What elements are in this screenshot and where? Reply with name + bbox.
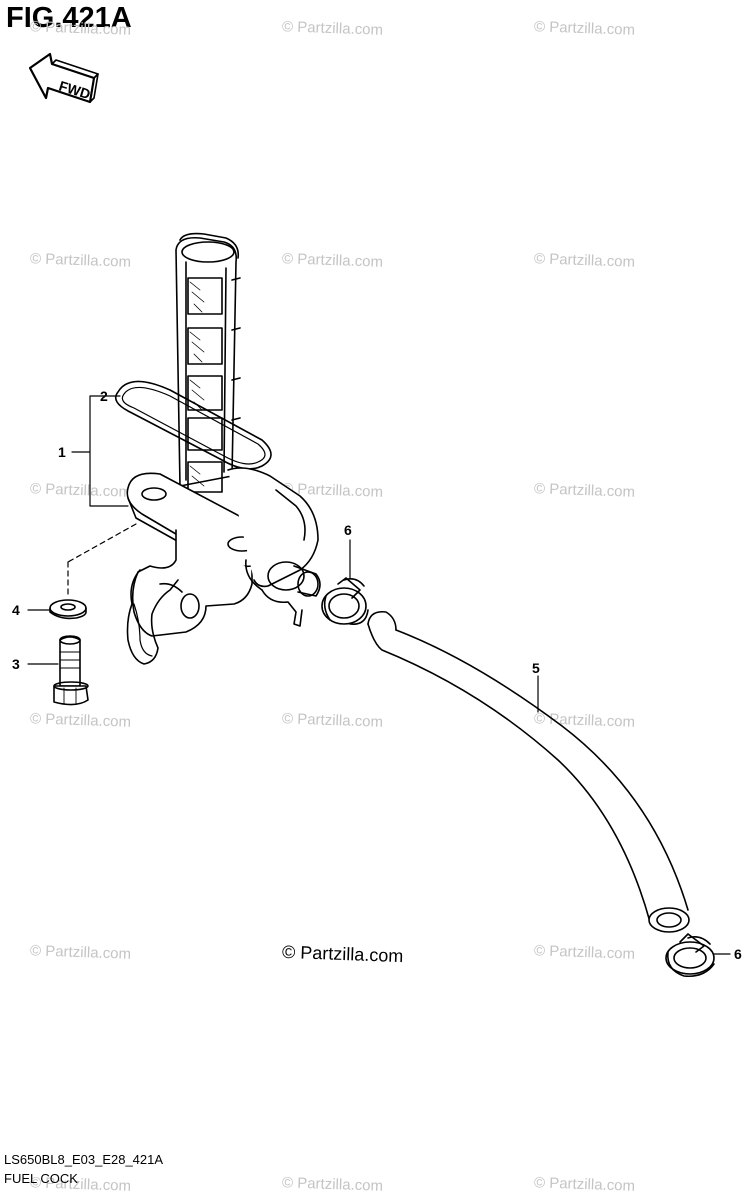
hose-clamp-bottom <box>665 933 715 978</box>
hose-clamp-top <box>321 577 369 626</box>
section-name: FUEL COCK <box>4 1171 78 1186</box>
fwd-arrow-icon: FWD <box>28 52 99 104</box>
model-code: LS650BL8_E03_E28_421A <box>4 1152 164 1167</box>
callout-6-top[interactable]: 6 <box>344 522 352 538</box>
fuel-hose <box>367 610 690 933</box>
bolt <box>53 635 89 706</box>
callout-1[interactable]: 1 <box>58 444 66 460</box>
callout-2[interactable]: 2 <box>100 388 108 404</box>
washer <box>49 599 87 620</box>
callout-5[interactable]: 5 <box>532 660 540 676</box>
fuel-cock-assembly <box>114 232 321 665</box>
callout-4[interactable]: 4 <box>12 602 20 618</box>
leader-lines <box>27 395 731 955</box>
figure-title: FIG.421A <box>6 2 132 34</box>
callout-3[interactable]: 3 <box>12 656 20 672</box>
callout-6-bottom[interactable]: 6 <box>734 946 742 962</box>
